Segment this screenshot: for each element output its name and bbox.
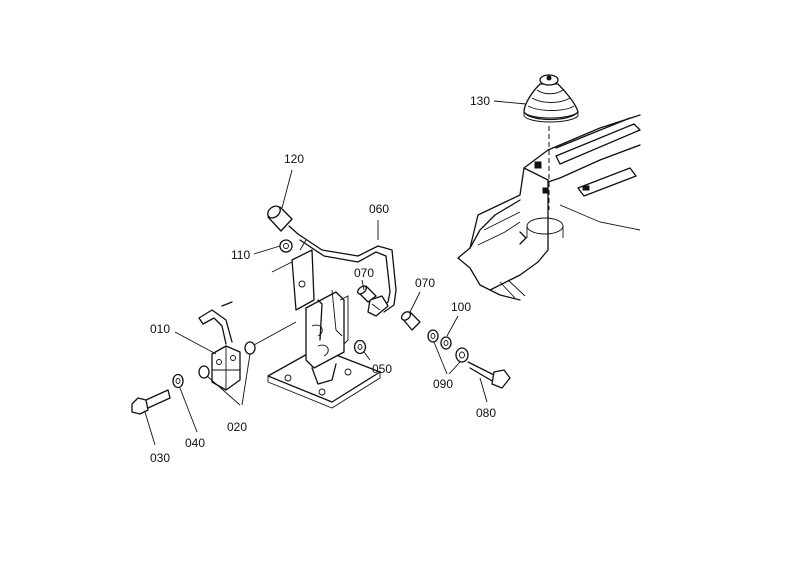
part-030-bolt: [131, 389, 171, 415]
label-090: 090: [433, 377, 453, 391]
label-050: 050: [372, 362, 392, 376]
label-040: 040: [185, 436, 205, 450]
label-120: 120: [284, 152, 304, 166]
part-110-nut: [279, 239, 293, 253]
main-bracket: [267, 239, 381, 409]
part-070-bushing-right: [400, 311, 421, 331]
label-110: 110: [231, 248, 250, 262]
part-labels: 010 020 030 040 050 060 070 070 080 090 …: [150, 94, 496, 465]
part-120-knob: [267, 205, 299, 235]
label-060: 060: [369, 202, 389, 216]
leader-lines: [144, 100, 527, 446]
label-080: 080: [476, 406, 496, 420]
part-020-collar-b: [244, 341, 256, 355]
part-050-nut: [353, 339, 367, 355]
part-010-handle: [198, 301, 241, 391]
label-070-right: 070: [415, 276, 435, 290]
part-060-rod: [297, 233, 397, 317]
label-020: 020: [227, 420, 247, 434]
label-030: 030: [150, 451, 170, 465]
assembly-axis-line: [253, 321, 297, 346]
label-070-upper: 070: [354, 266, 374, 280]
part-080-bolt: [467, 361, 511, 389]
label-100: 100: [451, 300, 471, 314]
part-070-bushing-left: [357, 285, 377, 303]
part-020-collar-a: [198, 365, 210, 379]
part-090-washer-a: [427, 329, 439, 343]
part-090-washer-b: [455, 347, 469, 363]
tractor-housing: [457, 114, 641, 301]
label-010: 010: [150, 322, 170, 336]
label-130: 130: [470, 94, 490, 108]
part-100-washer: [440, 336, 452, 350]
part-130-boot: [523, 74, 579, 123]
part-040-washer: [172, 373, 184, 389]
